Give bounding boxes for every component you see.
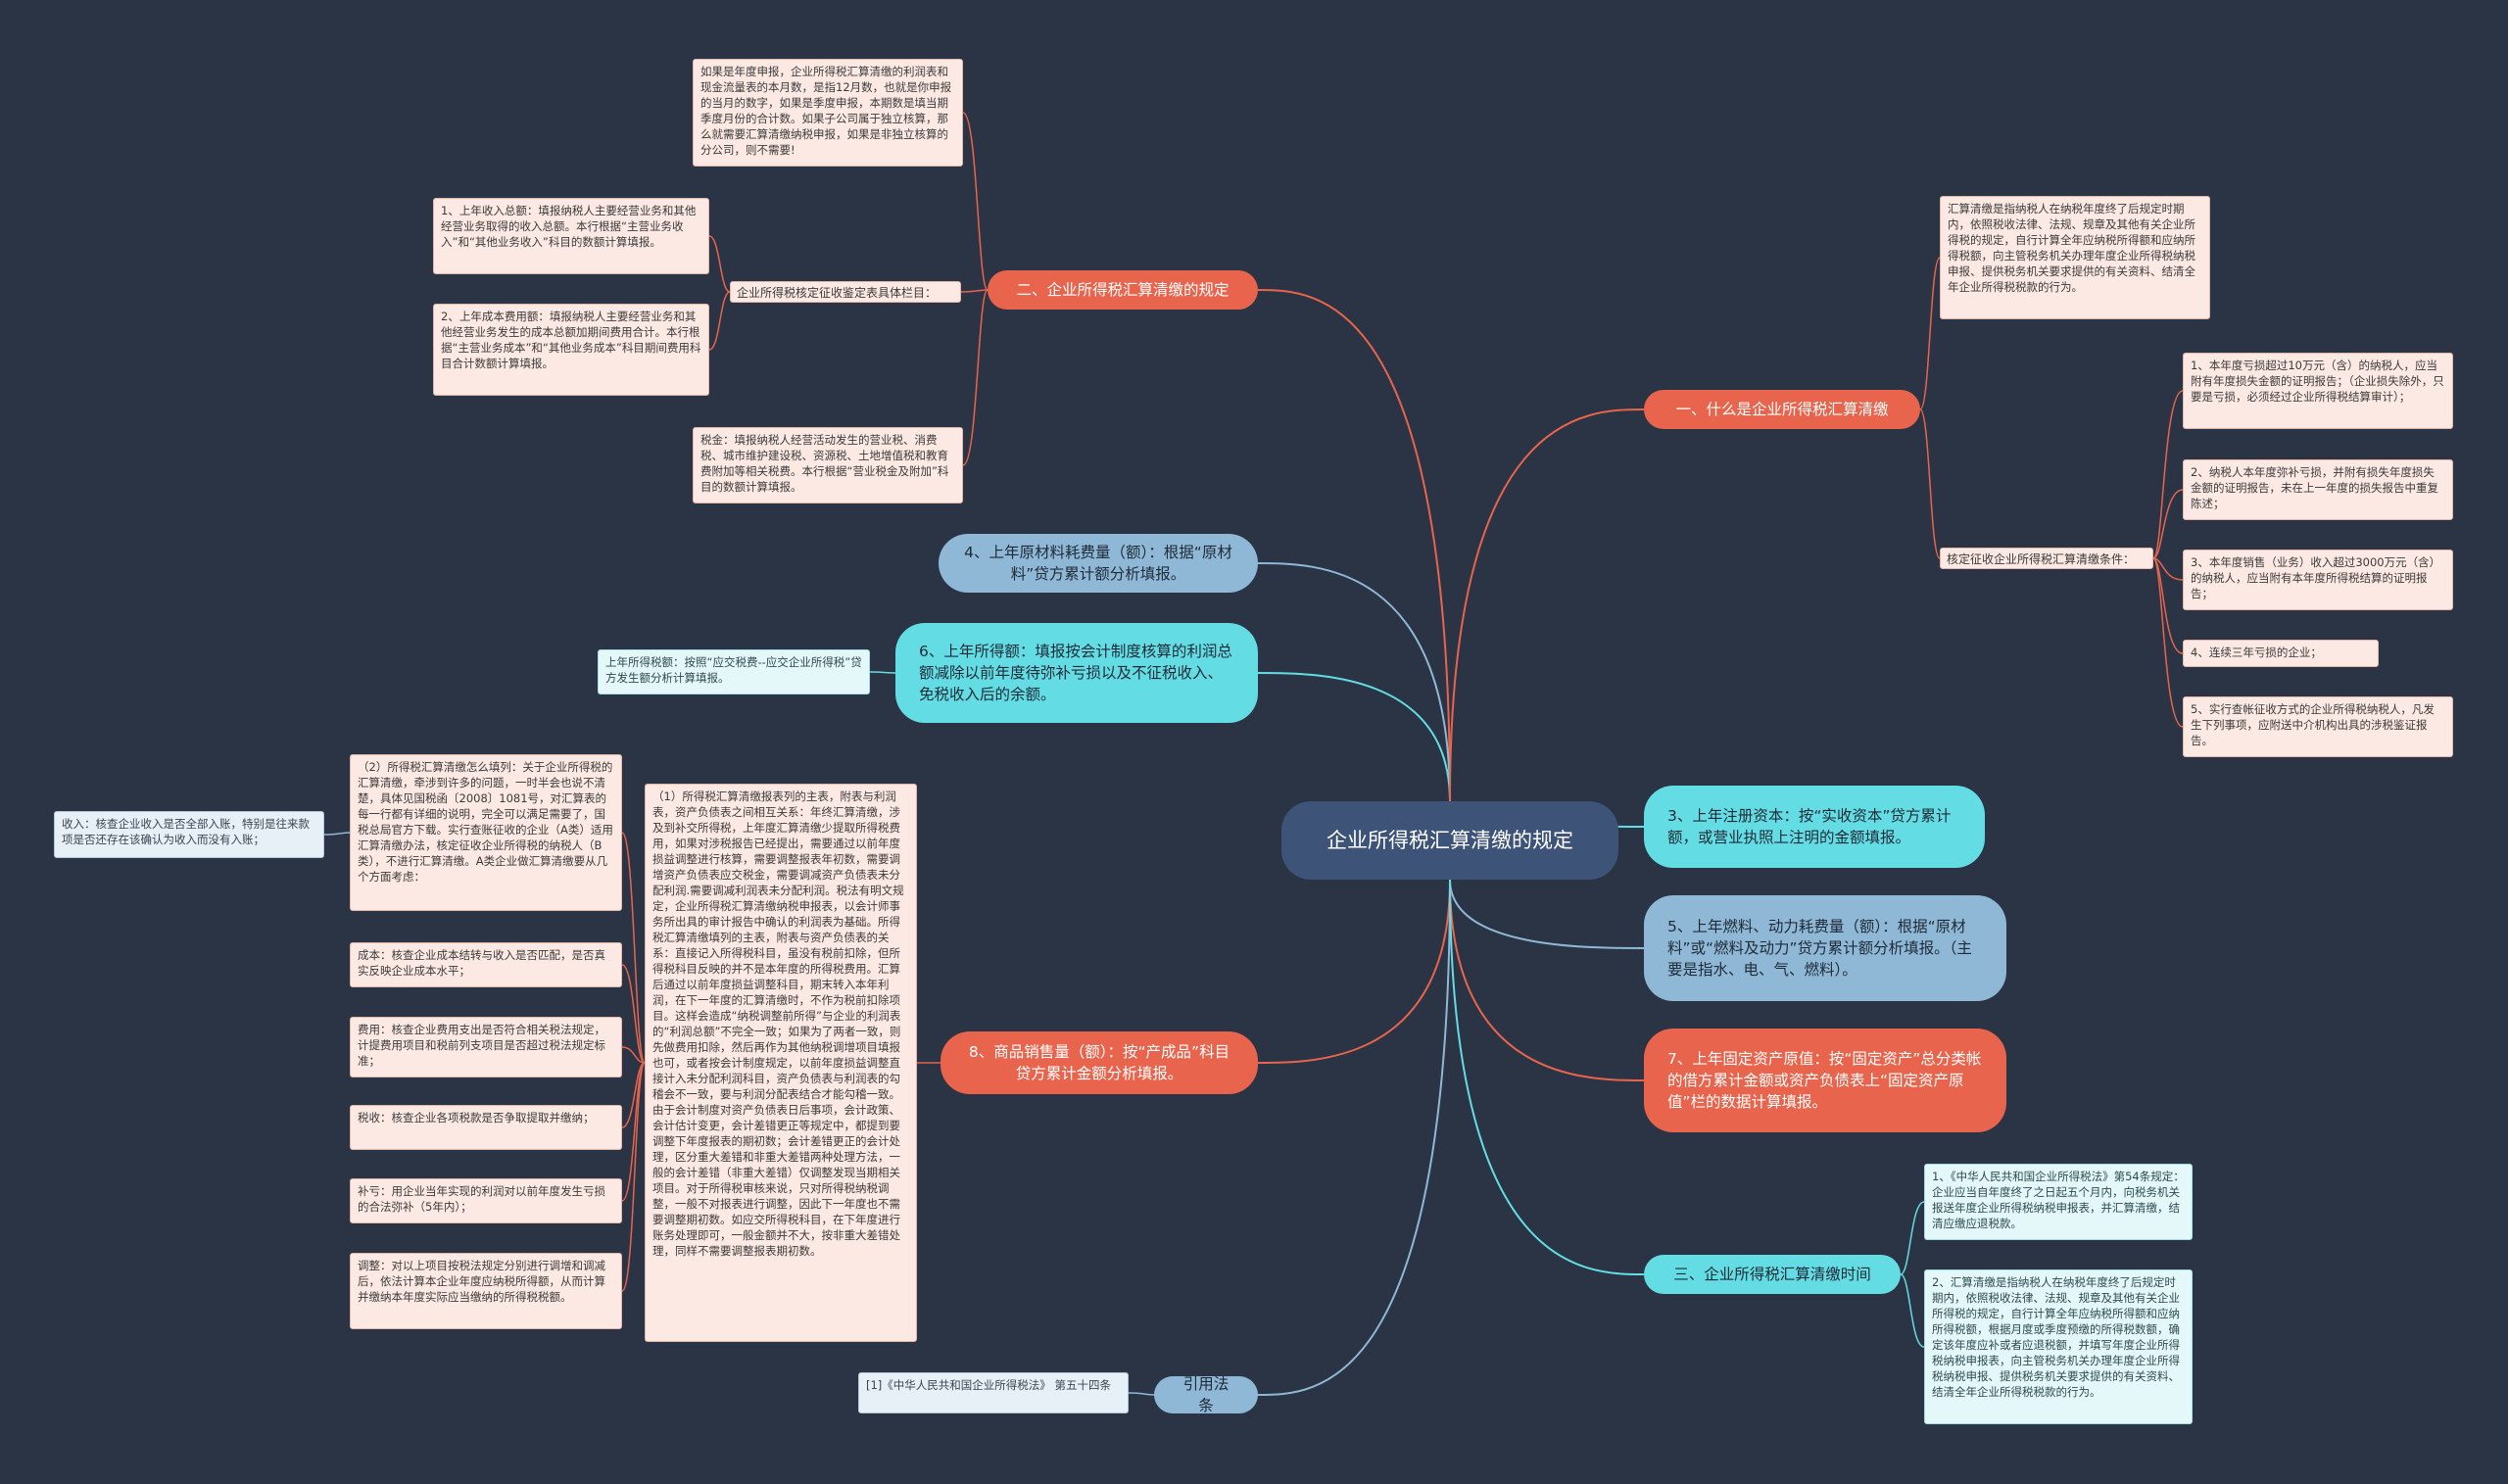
edge-b2-n_tax: [962, 289, 989, 466]
edge-n_big-n_q2: [621, 832, 646, 1064]
branch-raw-material[interactable]: 4、上年原材料耗费量（额）：根据“原材料”贷方累计额分析填报。: [939, 534, 1258, 593]
edge-root-b1: [1449, 408, 1645, 802]
edge-root-b6: [1257, 672, 1451, 802]
note-report-relations: （1）所得税汇算清缴报表列的主表，附表与利润表，资产负债表之间相互关系：年终汇算…: [645, 784, 917, 1342]
edge-n_big-n_cost_check: [621, 964, 646, 1064]
branch-sales-volume[interactable]: 8、商品销售量（额）：按“产成品”科目贷方累计金额分析填报。: [940, 1031, 1258, 1094]
edge-root-b3t: [1449, 879, 1645, 1275]
edge-label_cond-c5: [2152, 557, 2184, 728]
condition-5: 5、实行查帐征收方式的企业所得税纳税人，凡发生下列事项，应附送中介机构出具的涉税…: [2183, 696, 2453, 757]
note-prev-income-tax: 上年所得税额：按照“应交税费--应交企业所得税”贷方发生额分析计算填报。: [598, 649, 870, 694]
note-income-check: 收入：核查企业收入是否全部入账，特别是往来款项是否还存在该确认为收入而没有入账；: [54, 811, 324, 858]
edge-n_q2-n_income_check: [323, 832, 351, 836]
root-topic[interactable]: 企业所得税汇算清缴的规定: [1281, 801, 1618, 880]
edge-root-b7: [1449, 879, 1645, 1081]
edge-b2-n_top: [962, 112, 989, 291]
edge-b1-label_cond: [1919, 408, 1941, 559]
edge-root-b2: [1257, 289, 1451, 802]
condition-1: 1、本年度亏损超过10万元（含）的纳税人，应当附有年度损失金额的证明报告；（企业…: [2183, 353, 2453, 429]
edge-root-cite: [1257, 879, 1451, 1396]
note-time-law: 1、《中华人民共和国企业所得税法》第54条规定：企业应当自年度终了之日起五个月内…: [1924, 1164, 2193, 1240]
note-expense-check: 费用：核查企业费用支出是否符合相关税法规定，计提费用项目和税前列支项目是否超过税…: [350, 1017, 622, 1077]
edge-n_big-n_adjust: [621, 1062, 646, 1292]
branch-fixed-assets[interactable]: 7、上年固定资产原值：按“固定资产”总分类帐的借方累计金额或资产负债表上“固定资…: [1644, 1029, 2006, 1132]
note-income-total: 1、上年收入总额：填报纳税人主要经营业务和其他经营业务取得的收入总额。本行根据“…: [433, 198, 709, 274]
branch-settlement-rules[interactable]: 二、企业所得税汇算清缴的规定: [988, 270, 1258, 310]
edge-b3t-t1: [1900, 1201, 1925, 1275]
edge-label_cond-c1: [2152, 390, 2184, 559]
note-definition: 汇算清缴是指纳税人在纳税年度终了后规定时期内，依照税收法律、法规、规章及其他有关…: [1940, 196, 2210, 319]
branch-fuel-power[interactable]: 5、上年燃料、动力耗费量（额）：根据“原材料”或“燃料及动力”贷方累计额分析填报…: [1644, 895, 2006, 1001]
condition-3: 3、本年度销售（业务）收入超过3000万元（含）的纳税人，应当附有本年度所得税结…: [2183, 550, 2453, 610]
edge-label_cond-c2: [2152, 489, 2184, 559]
edge-n_big-n_tax_check: [621, 1062, 646, 1128]
branch-settlement-time[interactable]: 三、企业所得税汇算清缴时间: [1644, 1255, 1901, 1294]
label-conditions: 核定征收企业所得税汇算清缴条件：: [1940, 548, 2153, 569]
note-cost-total: 2、上年成本费用额：填报纳税人主要经营业务和其他经营业务发生的成本总额加期间费用…: [433, 304, 709, 396]
label-form-items: 企业所得税核定征收鉴定表具体栏目：: [730, 281, 961, 303]
note-adjustment: 调整：对以上项目按税法规定分别进行调增和调减后，依法计算本企业年度应纳税所得额，…: [350, 1253, 622, 1329]
edge-b6-n_prev_tax: [869, 671, 896, 674]
condition-4: 4、连续三年亏损的企业；: [2183, 640, 2379, 667]
note-law-article: [1]《中华人民共和国企业所得税法》 第五十四条: [858, 1372, 1129, 1413]
edge-n_big-n_fee: [621, 1046, 646, 1064]
note-tax-items: 税金：填报纳税人经营活动发生的营业税、消费税、城市维护建设税、资源税、土地增值税…: [693, 427, 963, 503]
edge-root-b8: [1257, 879, 1451, 1064]
edge-cite-n_cite: [1128, 1392, 1155, 1396]
edge-label_form-n_cost: [708, 291, 731, 351]
branch-cited-law[interactable]: 引用法条: [1154, 1375, 1258, 1414]
condition-2: 2、纳税人本年度弥补亏损，并附有损失年度损失金额的证明报告，未在上一年度的损失报…: [2183, 459, 2453, 520]
edge-b3t-t2: [1900, 1273, 1925, 1348]
edge-b2-label_form: [960, 289, 989, 293]
edge-n_big-n_loss: [621, 1062, 646, 1202]
edge-b1-n_def: [1919, 257, 1941, 410]
branch-prev-income[interactable]: 6、上年所得额：填报按会计制度核算的利润总额减除以前年度待弥补亏损以及不征税收入…: [895, 623, 1258, 723]
branch-what-is-settlement[interactable]: 一、什么是企业所得税汇算清缴: [1644, 390, 1920, 429]
note-loss-offset: 补亏：用企业当年实现的利润对以前年度发生亏损的合法弥补（5年内）；: [350, 1178, 622, 1223]
note-how-to-fill: （2）所得税汇算清缴怎么填列：关于企业所得税的汇算清缴，牵涉到许多的问题，一时半…: [350, 754, 622, 911]
edge-root-b5: [1449, 879, 1645, 949]
note-cost-check: 成本：核查企业成本结转与收入是否匹配，是否真实反映企业成本水平；: [350, 942, 622, 987]
edge-label_form-n_income: [708, 235, 731, 293]
branch-registered-capital[interactable]: 3、上年注册资本：按“实收资本”贷方累计额，或营业执照上注明的金额填报。: [1644, 786, 1985, 868]
edge-root-b4: [1257, 562, 1451, 802]
note-annual-report: 如果是年度申报，企业所得税汇算清缴的利润表和现金流量表的本月数，是指12月数，也…: [693, 59, 963, 167]
note-time-definition: 2、汇算清缴是指纳税人在纳税年度终了后规定时期内，依照税收法律、法规、规章及其他…: [1924, 1269, 2193, 1424]
note-tax-check: 税收：核查企业各项税款是否争取提取并缴纳；: [350, 1105, 622, 1150]
